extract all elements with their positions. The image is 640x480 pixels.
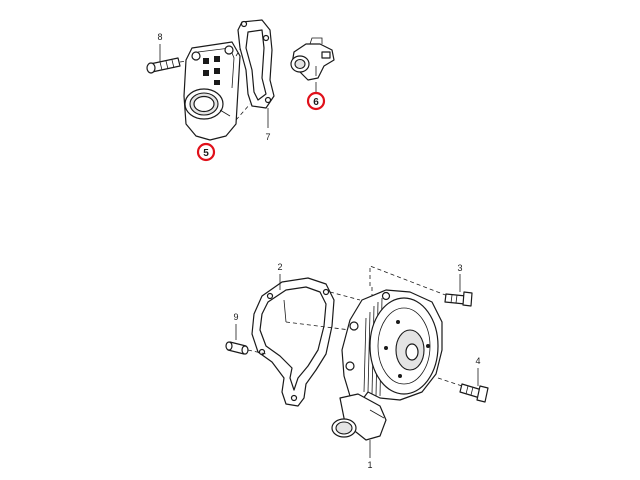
bolt-4[interactable] — [459, 383, 489, 403]
callout-9[interactable]: 9 — [233, 312, 238, 322]
thermostat-housing-5[interactable] — [183, 41, 241, 141]
bolt-3[interactable] — [444, 291, 473, 307]
callout-8[interactable]: 8 — [157, 32, 162, 42]
water-pump-1[interactable] — [331, 289, 443, 441]
bolt-8[interactable] — [146, 57, 181, 74]
bolt-link-frame — [369, 265, 449, 312]
callout-1[interactable]: 1 — [367, 460, 372, 470]
callout-7[interactable]: 7 — [265, 132, 270, 142]
gasket-7[interactable] — [237, 19, 275, 109]
gasket-link-top — [329, 291, 361, 301]
callout-4[interactable]: 4 — [475, 356, 480, 366]
callout-2[interactable]: 2 — [277, 262, 282, 272]
bolt-4-link — [437, 377, 463, 387]
gasket-link-mid — [285, 321, 351, 331]
sleeve-9[interactable] — [225, 341, 249, 355]
callout-3[interactable]: 3 — [457, 263, 462, 273]
thermostat-6[interactable] — [290, 37, 335, 81]
callout-6[interactable]: 6 — [313, 97, 319, 108]
highlight-ring-5 — [196, 142, 216, 162]
housing-gasket-link-2 — [235, 103, 251, 121]
sleeve-9-link — [247, 349, 267, 355]
callout-5[interactable]: 5 — [203, 148, 209, 159]
highlight-ring-6 — [306, 91, 326, 111]
gasket-2[interactable] — [251, 277, 335, 407]
